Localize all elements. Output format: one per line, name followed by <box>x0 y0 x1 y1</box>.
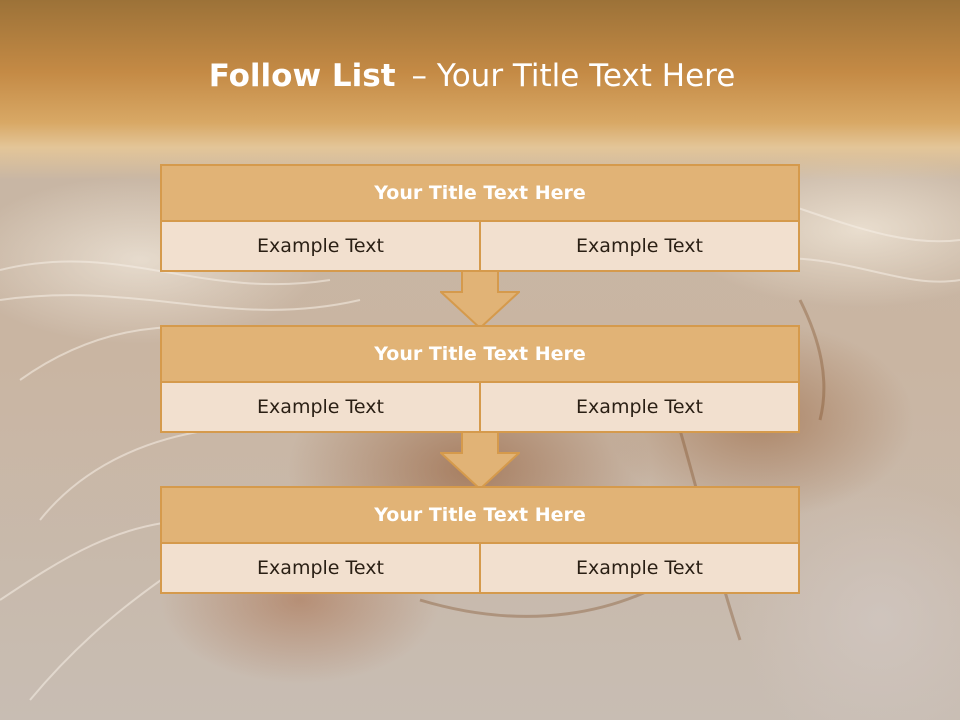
block-title: Your Title Text Here <box>162 166 798 222</box>
block-row: Example Text Example Text <box>162 222 798 270</box>
block-row: Example Text Example Text <box>162 544 798 592</box>
down-arrow-icon <box>440 270 520 330</box>
slide-title-bold: Follow List <box>208 58 396 94</box>
block-title: Your Title Text Here <box>162 488 798 544</box>
slide-title-rest: – Your Title Text Here <box>411 58 736 94</box>
block-cell-right: Example Text <box>479 222 798 270</box>
block-cell-left: Example Text <box>162 222 479 270</box>
block-title: Your Title Text Here <box>162 327 798 383</box>
list-block-3: Your Title Text Here Example Text Exampl… <box>160 486 800 594</box>
block-cell-right: Example Text <box>479 383 798 431</box>
block-row: Example Text Example Text <box>162 383 798 431</box>
block-cell-right: Example Text <box>479 544 798 592</box>
block-cell-left: Example Text <box>162 383 479 431</box>
down-arrow-icon <box>440 431 520 491</box>
list-block-2: Your Title Text Here Example Text Exampl… <box>160 325 800 433</box>
list-block-1: Your Title Text Here Example Text Exampl… <box>160 164 800 272</box>
slide-title: Follow List – Your Title Text Here <box>0 56 944 96</box>
header-band <box>0 0 960 180</box>
block-cell-left: Example Text <box>162 544 479 592</box>
